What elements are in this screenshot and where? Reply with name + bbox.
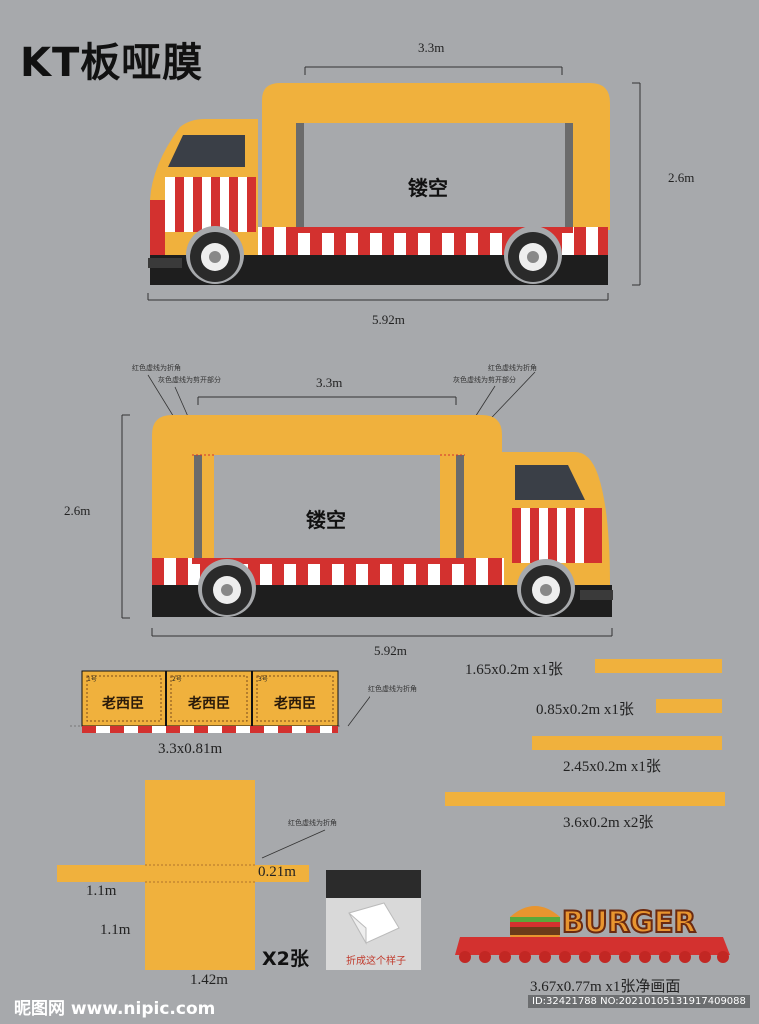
- signboard-note: 红色虚线为折角: [368, 685, 417, 693]
- dim-length-2: 5.92m: [374, 643, 407, 658]
- awning-diagram: [455, 906, 730, 963]
- panel-logo-1: 老西臣: [102, 696, 144, 712]
- photo-caption: 折成这个样子: [346, 956, 406, 967]
- panel-logo-2: 老西臣: [188, 696, 230, 712]
- box-dim-left1: 1.1m: [86, 883, 117, 899]
- truck-diagram-2: [121, 371, 613, 637]
- note-left-grey: 灰色虚线为剪开部分: [158, 376, 221, 384]
- fold-photo: 折成这个样子: [326, 870, 421, 970]
- folded-box-image: [348, 902, 400, 945]
- panel-number-2: 2号: [172, 676, 182, 683]
- strip-3: [532, 736, 722, 750]
- strip-label-4: 3.6x0.2m x2张: [563, 815, 654, 831]
- dim-width-1: 3.3m: [418, 40, 445, 55]
- hollow-label-1: 镂空: [408, 176, 448, 200]
- awning-size: 3.67x0.77m x1张净画面: [530, 979, 681, 995]
- note-left-red: 红色虚线为折角: [132, 364, 181, 372]
- strip-1: [595, 659, 722, 673]
- dim-length-1: 5.92m: [372, 312, 405, 327]
- burger-brand: BURGER: [561, 904, 697, 940]
- watermark-site: 昵图网 www.nipic.com: [14, 999, 216, 1019]
- strip-2: [656, 699, 722, 713]
- box-dim-left2: 1.1m: [100, 922, 131, 938]
- page-title: KT板哑膜: [20, 40, 204, 86]
- box-net-diagram: [57, 780, 326, 970]
- panel-logo-3: 老西臣: [274, 696, 316, 712]
- signboard-diagram: [70, 670, 370, 733]
- truck-diagram-1: [147, 66, 641, 301]
- note-right-grey: 灰色虚线为剪开部分: [453, 376, 516, 384]
- strip-label-3: 2.45x0.2m x1张: [563, 759, 661, 775]
- strip-label-2: 0.85x0.2m x1张: [536, 702, 634, 718]
- dim-width-2: 3.3m: [316, 375, 343, 390]
- box-qty: X2张: [262, 948, 309, 970]
- note-right-red: 红色虚线为折角: [488, 364, 537, 372]
- dim-height-2: 2.6m: [64, 503, 91, 518]
- signboard-size: 3.3x0.81m: [158, 741, 223, 757]
- box-dim-top: 0.21m: [258, 864, 296, 880]
- panel-number-3: 3号: [258, 676, 268, 683]
- panel-number-1: 1号: [87, 676, 97, 683]
- hollow-label-2: 镂空: [306, 508, 346, 532]
- box-note: 红色虚线为折角: [288, 819, 337, 827]
- dim-height-1: 2.6m: [668, 170, 695, 185]
- strip-4: [445, 792, 725, 806]
- watermark-id: ID:32421788 NO:20210105131917409088: [528, 995, 750, 1008]
- box-dim-bottom: 1.42m: [190, 972, 228, 988]
- keyboard-image: [326, 870, 421, 898]
- strip-label-1: 1.65x0.2m x1张: [465, 662, 563, 678]
